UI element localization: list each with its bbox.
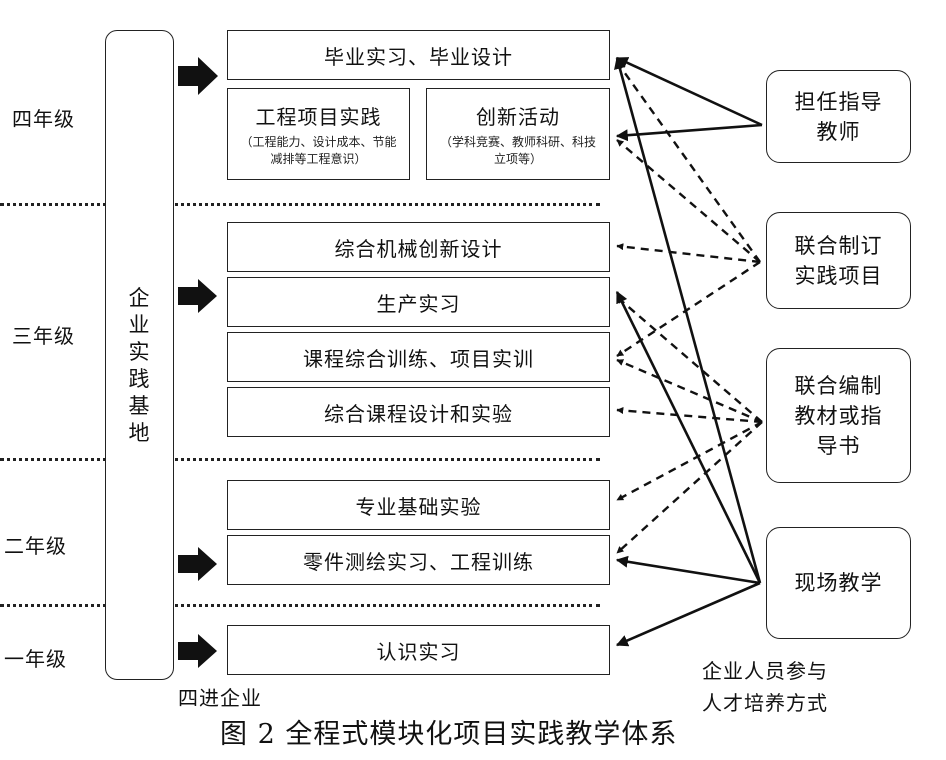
arrow-onsite-to-cognition (615, 581, 761, 647)
module-engineering-project-practice: 工程项目实践 （工程能力、设计成本、节能减排等工程意识） (227, 88, 410, 180)
arrows-joint-textbook (616, 296, 763, 554)
arrow-project-to-mech-design (616, 243, 761, 264)
arrow-project-to-innovation (616, 139, 761, 263)
participation-modes-caption: 企业人员参与人才培养方式 (702, 659, 828, 715)
grade-separator-4-3 (0, 203, 600, 206)
arrow-onsite-to-graduation (614, 56, 762, 584)
arrow-textbook-to-parts (616, 421, 763, 554)
arrows-onsite-teaching (614, 56, 762, 647)
block-arrow-grade4 (178, 57, 218, 95)
block-arrow-grade3 (178, 279, 217, 313)
module-cognition-internship: 认识实习 (227, 625, 610, 675)
module-comprehensive-innovation-design: 综合机械创新设计 (227, 222, 610, 272)
block-arrows (178, 57, 218, 668)
arrow-textbook-to-course-training (616, 358, 763, 424)
role-joint-textbook: 联合编制教材或指导书 (766, 348, 911, 483)
arrow-teacher-to-graduation (615, 56, 763, 127)
module-engineering-project-practice-sub: （工程能力、设计成本、节能减排等工程意识） (240, 134, 397, 166)
grade-1-label: 一年级 (4, 647, 67, 671)
arrow-textbook-to-course-design (616, 407, 763, 424)
arrow-onsite-to-production (615, 290, 762, 584)
enterprise-practice-base (105, 30, 174, 680)
module-basic-experiment: 专业基础实验 (227, 480, 610, 530)
figure-caption: 图 2 全程式模块化项目实践教学体系 (220, 719, 678, 750)
arrow-onsite-to-parts (615, 555, 761, 585)
grade-separator-2-1 (0, 604, 600, 607)
arrows-guidance-teacher (615, 56, 763, 142)
arrows-joint-project (616, 61, 761, 358)
four-visits-label: 四进企业 (178, 686, 262, 710)
grade-4-label: 四年级 (12, 107, 75, 131)
module-innovation-activities-title: 创新活动 (476, 104, 560, 129)
arrow-teacher-to-innovation (615, 123, 763, 142)
block-arrow-grade2 (178, 547, 217, 581)
module-graduation-internship: 毕业实习、毕业设计 (227, 30, 610, 80)
module-course-training: 课程综合训练、项目实训 (227, 332, 610, 382)
block-arrow-grade1 (178, 634, 217, 668)
grade-separator-3-2 (0, 458, 600, 461)
role-guidance-teacher: 担任指导教师 (766, 70, 911, 163)
grade-3-label: 三年级 (12, 324, 75, 348)
module-innovation-activities-sub: （学科竞赛、教师科研、科技立项等） (439, 134, 596, 166)
enterprise-practice-base-label: 企业实践基地 (128, 286, 150, 445)
role-onsite-teaching: 现场教学 (766, 527, 911, 639)
arrow-textbook-to-production (616, 296, 763, 423)
module-parts-mapping-training: 零件测绘实习、工程训练 (227, 535, 610, 585)
module-engineering-project-practice-title: 工程项目实践 (255, 104, 382, 129)
module-course-design-experiment: 综合课程设计和实验 (227, 387, 610, 437)
module-innovation-activities: 创新活动 （学科竞赛、教师科研、科技立项等） (426, 88, 610, 180)
role-joint-project: 联合制订实践项目 (766, 212, 911, 309)
grade-2-label: 二年级 (4, 534, 67, 558)
arrow-project-to-course-training (616, 260, 761, 358)
module-production-internship: 生产实习 (227, 277, 610, 327)
